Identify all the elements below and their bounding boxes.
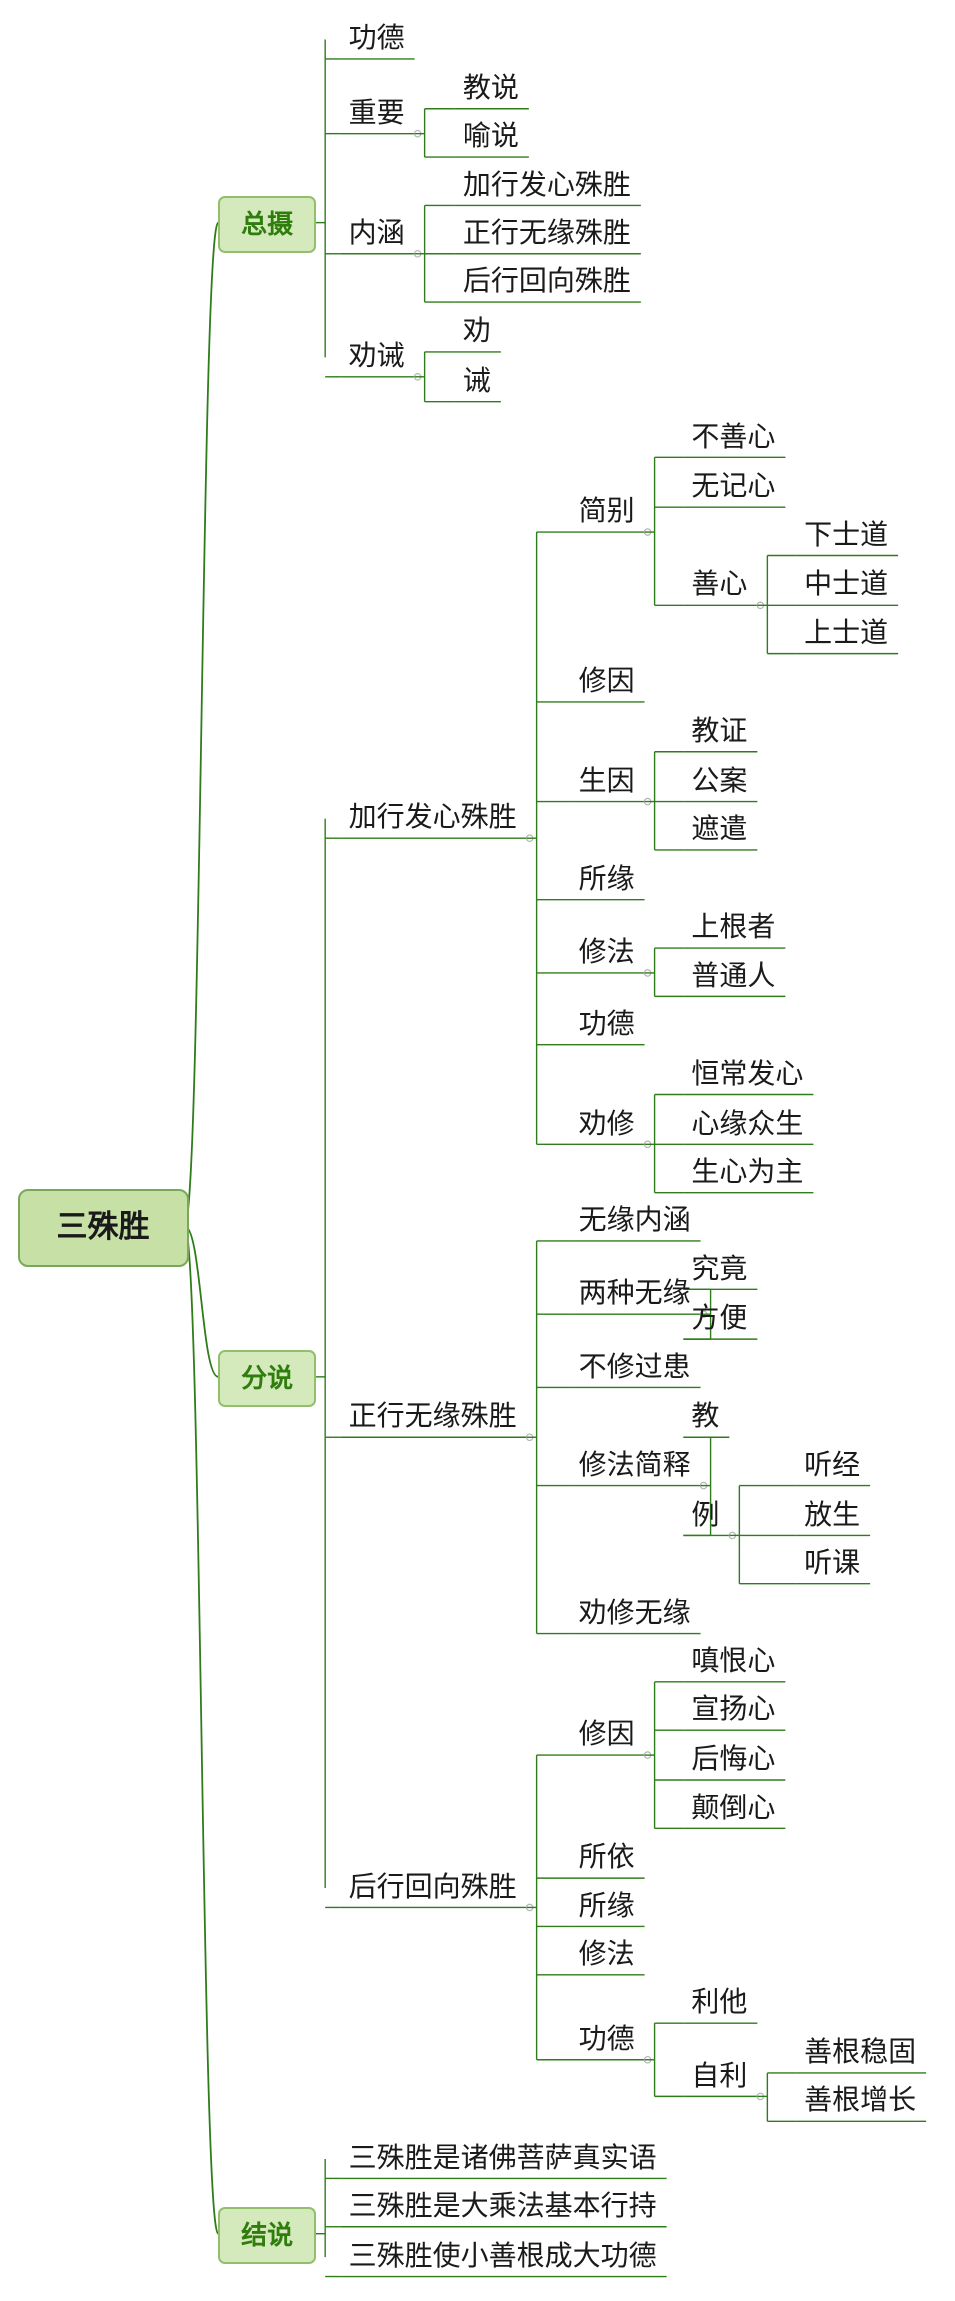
leaf-topic[interactable]: 喻说: [462, 119, 519, 153]
leaf-topic[interactable]: 中士道: [804, 567, 889, 601]
branch-topic[interactable]: 两种无缘: [578, 1276, 691, 1310]
leaf-topic[interactable]: 所缘: [578, 1888, 635, 1922]
leaf-topic[interactable]: 下士道: [804, 517, 889, 551]
leaf-topic[interactable]: 上根者: [691, 910, 776, 944]
branch-topic[interactable]: 例: [691, 1497, 720, 1531]
branch-topic[interactable]: 加行发心殊胜: [348, 800, 517, 834]
section-topic[interactable]: 总摄: [218, 196, 316, 253]
branch-topic[interactable]: 正行无缘殊胜: [348, 1399, 517, 1433]
leaf-topic[interactable]: 修因: [578, 664, 635, 698]
leaf-topic[interactable]: 后悔心: [691, 1742, 776, 1776]
leaf-topic[interactable]: 方便: [691, 1301, 748, 1335]
leaf-topic[interactable]: 教说: [462, 70, 519, 104]
leaf-topic[interactable]: 三殊胜是诸佛菩萨真实语: [348, 2140, 657, 2174]
leaf-topic[interactable]: 不修过患: [578, 1349, 691, 1383]
leaf-topic[interactable]: 利他: [691, 1985, 748, 2019]
branch-topic[interactable]: 功德: [578, 2021, 635, 2055]
branch-topic[interactable]: 修因: [578, 1717, 635, 1751]
branch-topic[interactable]: 重要: [348, 95, 405, 129]
leaf-topic[interactable]: 教证: [691, 713, 748, 747]
branch-topic[interactable]: 简别: [578, 494, 635, 528]
leaf-topic[interactable]: 遮遣: [691, 812, 748, 846]
branch-topic[interactable]: 修法: [578, 935, 635, 969]
leaf-topic[interactable]: 听经: [804, 1447, 861, 1481]
leaf-topic[interactable]: 究竟: [691, 1251, 748, 1285]
branch-topic[interactable]: 生因: [578, 763, 635, 797]
leaf-topic[interactable]: 颠倒心: [691, 1790, 776, 1824]
root-topic[interactable]: 三殊胜: [17, 1189, 189, 1267]
branch-topic[interactable]: 劝修: [578, 1106, 635, 1140]
leaf-topic[interactable]: 普通人: [691, 958, 776, 992]
leaf-topic[interactable]: 修法: [578, 1937, 635, 1970]
leaf-topic[interactable]: 上士道: [804, 615, 889, 649]
leaf-topic[interactable]: 嗔恨心: [691, 1644, 776, 1678]
leaf-topic[interactable]: 善根稳固: [804, 2035, 917, 2069]
leaf-topic[interactable]: 诫: [462, 363, 491, 397]
branch-topic[interactable]: 内涵: [348, 215, 405, 249]
leaf-topic[interactable]: 公案: [691, 763, 748, 797]
leaf-topic[interactable]: 恒常发心: [691, 1056, 804, 1090]
connector-curve: [183, 221, 220, 1227]
leaf-topic[interactable]: 心缘众生: [691, 1106, 804, 1140]
leaf-topic[interactable]: 不善心: [691, 419, 776, 453]
leaf-topic[interactable]: 劝: [462, 314, 491, 348]
leaf-topic[interactable]: 功德: [348, 21, 405, 55]
leaf-topic[interactable]: 所缘: [578, 861, 635, 895]
leaf-topic[interactable]: 生心为主: [691, 1154, 804, 1188]
branch-topic[interactable]: 后行回向殊胜: [348, 1869, 517, 1903]
leaf-topic[interactable]: 教: [691, 1399, 720, 1433]
connector-curve: [183, 1225, 220, 2235]
leaf-topic[interactable]: 听课: [804, 1545, 861, 1579]
branch-topic[interactable]: 善心: [691, 567, 748, 601]
leaf-topic[interactable]: 正行无缘殊胜: [462, 215, 631, 249]
leaf-topic[interactable]: 无记心: [691, 469, 776, 503]
leaf-topic[interactable]: 宣扬心: [691, 1692, 776, 1726]
leaf-topic[interactable]: 放生: [804, 1497, 861, 1531]
leaf-topic[interactable]: 加行发心殊胜: [462, 167, 631, 201]
branch-topic[interactable]: 自利: [691, 2058, 748, 2092]
connector-curve: [184, 1225, 219, 1378]
leaf-topic[interactable]: 功德: [578, 1006, 635, 1040]
leaf-topic[interactable]: 无缘内涵: [578, 1203, 691, 1237]
leaf-topic[interactable]: 所依: [578, 1840, 635, 1874]
leaf-topic[interactable]: 三殊胜是大乘法基本行持: [348, 2188, 657, 2222]
section-topic[interactable]: 分说: [218, 1350, 316, 1408]
leaf-topic[interactable]: 劝修无缘: [578, 1595, 691, 1629]
leaf-topic[interactable]: 善根增长: [804, 2083, 917, 2117]
leaf-topic[interactable]: 后行回向殊胜: [462, 264, 631, 298]
branch-topic[interactable]: 修法简释: [578, 1447, 691, 1481]
leaf-topic[interactable]: 三殊胜使小善根成大功德: [348, 2238, 657, 2272]
section-topic[interactable]: 结说: [218, 2207, 316, 2265]
branch-topic[interactable]: 劝诫: [348, 338, 405, 372]
